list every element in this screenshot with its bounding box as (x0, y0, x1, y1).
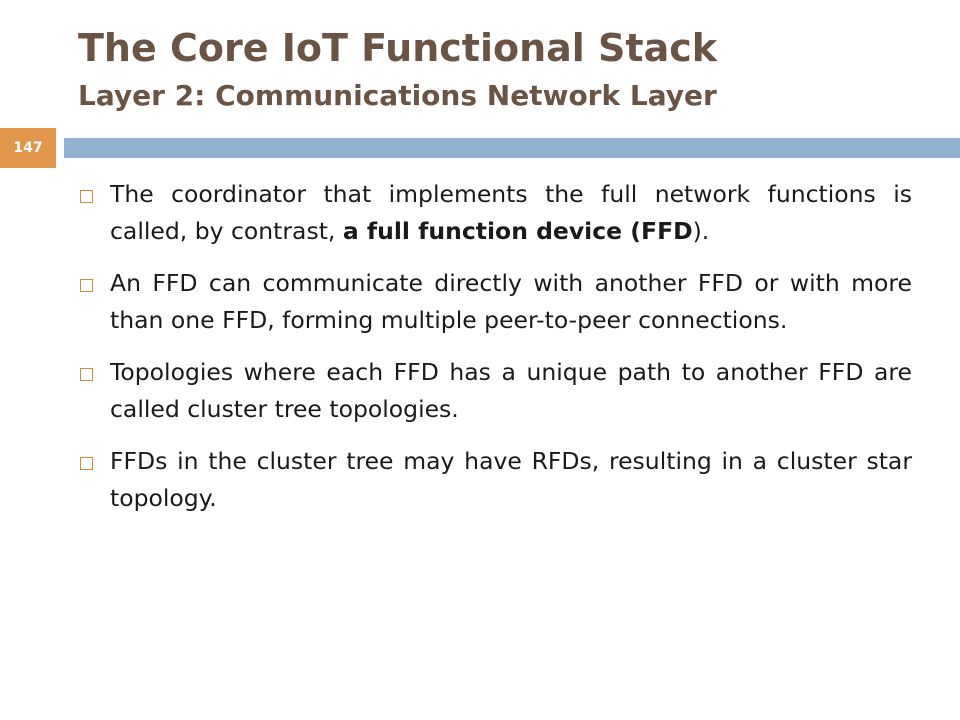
hollow-square-icon (80, 190, 93, 203)
bullet-text-bold: a full function device (FFD (342, 217, 693, 245)
title-block: The Core IoT Functional Stack Layer 2: C… (78, 24, 938, 116)
slide-number: 147 (0, 128, 56, 168)
bullet-text-part: FFDs in the cluster tree may have RFDs, … (110, 447, 912, 512)
bullet-item: FFDs in the cluster tree may have RFDs, … (78, 443, 912, 517)
bullet-text-part: Topologies where each FFD has a unique p… (110, 358, 912, 423)
bullet-text-part: The coordinator that implements the full… (110, 180, 912, 245)
bullet-item: The coordinator that implements the full… (78, 176, 912, 250)
bullet-text: An FFD can communicate directly with ano… (110, 265, 912, 339)
bullet-item: Topologies where each FFD has a unique p… (78, 354, 912, 428)
bullet-item: An FFD can communicate directly with ano… (78, 265, 912, 339)
hollow-square-icon (80, 457, 93, 470)
bullet-text: The coordinator that implements the full… (110, 176, 912, 250)
bullet-text-part: An FFD can communicate directly with ano… (110, 269, 912, 334)
bullet-text: FFDs in the cluster tree may have RFDs, … (110, 443, 912, 517)
slide-title: The Core IoT Functional Stack (78, 26, 718, 70)
bullet-text-part: ). (692, 217, 710, 245)
header-bar (64, 138, 960, 158)
bullet-list: The coordinator that implements the full… (78, 176, 912, 532)
slide-subtitle: Layer 2: Communications Network Layer (78, 79, 717, 112)
hollow-square-icon (80, 279, 93, 292)
bullet-text: Topologies where each FFD has a unique p… (110, 354, 912, 428)
hollow-square-icon (80, 368, 93, 381)
